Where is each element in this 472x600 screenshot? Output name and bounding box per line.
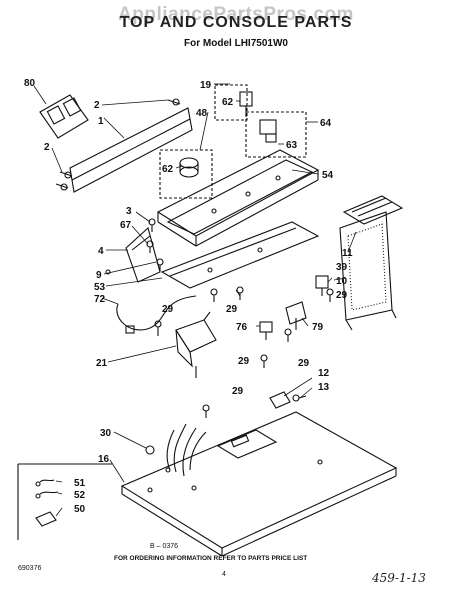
ordering-note: FOR ORDERING INFORMATION REFER TO PARTS …: [114, 555, 307, 562]
callout-2-top: 2: [94, 100, 100, 111]
document-code: 690376: [18, 565, 41, 572]
callout-52: 52: [74, 490, 86, 501]
callout-80: 80: [24, 78, 36, 89]
callout-48: 48: [196, 108, 208, 119]
callout-9: 9: [96, 270, 102, 281]
page-number: 4: [222, 571, 226, 578]
callout-50: 50: [74, 504, 86, 515]
callout-72: 72: [94, 294, 106, 305]
inset-parts-box: [17, 463, 112, 540]
part-39-bracket: [315, 275, 329, 296]
callout-62-lower: 62: [162, 164, 174, 175]
part-76-clip: [259, 321, 273, 340]
callout-3: 3: [126, 206, 132, 217]
drawing-code: B – 0376: [150, 543, 178, 550]
callout-10: 10: [336, 276, 348, 287]
part-21-timer: [175, 311, 217, 378]
part-79-switch: [285, 301, 307, 330]
callout-19: 19: [200, 80, 212, 91]
part-1-console-panel: [69, 107, 193, 193]
callout-79: 79: [312, 322, 324, 333]
part-80-bezel-frame: [39, 94, 89, 139]
callout-29-b: 29: [226, 304, 238, 315]
callout-21: 21: [96, 358, 108, 369]
part-53-lower-bracket: [160, 221, 320, 289]
model-subtitle: For Model LHI7501W0: [184, 38, 288, 49]
callout-11: 11: [342, 248, 353, 259]
callout-1: 1: [98, 116, 104, 127]
callout-29-d: 29: [238, 356, 250, 367]
small-screws: [105, 218, 164, 275]
callout-16: 16: [98, 454, 110, 465]
watermark: AppliancePartsPros.com: [118, 4, 354, 25]
part-54-console-bracket: [156, 149, 320, 247]
callout-13: 13: [318, 382, 330, 393]
callout-64: 64: [320, 118, 332, 129]
callout-12: 12: [318, 368, 330, 379]
callout-63: 63: [286, 140, 298, 151]
part-10-lint-housing: [339, 211, 397, 331]
part-4-end-cap: [125, 226, 161, 283]
callout-51: 51: [74, 478, 86, 489]
top-panel-wires: [166, 423, 207, 477]
callout-2-left: 2: [44, 142, 50, 153]
part-29-screws: [154, 286, 334, 418]
callout-53: 53: [94, 282, 106, 293]
callout-29-e: 29: [298, 358, 310, 369]
callout-54: 54: [322, 170, 334, 181]
part-72-wire-harness: [116, 295, 197, 334]
callout-29-c: 29: [336, 290, 348, 301]
callout-30: 30: [100, 428, 112, 439]
handwritten-note: 459-1-13: [371, 571, 426, 585]
callout-76: 76: [236, 322, 248, 333]
callout-62-upper: 62: [222, 97, 234, 108]
callout-labels: 80 2 1 2 19 62 48 64 63 62 54 3 67 4 9 5…: [24, 78, 353, 515]
diagram-title: TOP AND CONSOLE PARTS: [119, 14, 353, 31]
callout-29-f: 29: [232, 386, 244, 397]
part-2-screws: [55, 98, 181, 191]
callout-29-a: 29: [162, 304, 174, 315]
callout-4: 4: [98, 246, 104, 257]
part-64-switch-group: [245, 111, 307, 158]
leader-lines: [33, 83, 357, 517]
part-11-lint-screen: [342, 195, 404, 225]
part-12-13-hinge: [269, 391, 307, 409]
callout-39: 39: [336, 262, 348, 273]
part-16-top-panel: [120, 411, 398, 557]
part-30-bumper: [145, 445, 155, 455]
callout-67: 67: [120, 220, 132, 231]
